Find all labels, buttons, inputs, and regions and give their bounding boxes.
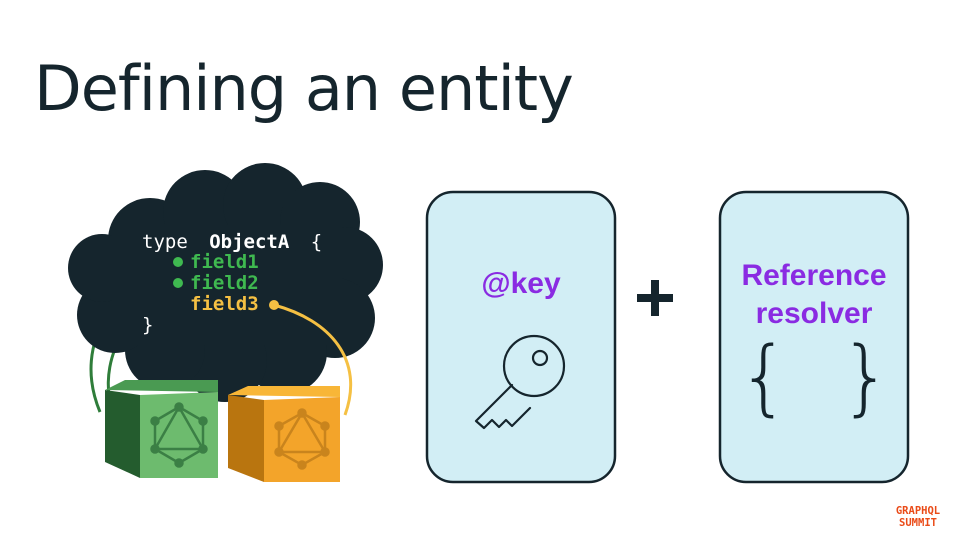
- connector-field3: [273, 303, 353, 416]
- graphql-summit-logo: GRAPHQL SUMMIT: [896, 505, 940, 529]
- logo-line2: SUMMIT: [899, 517, 937, 529]
- resolver-close-brace: }: [840, 330, 892, 425]
- page-title: Defining an entity: [34, 52, 574, 125]
- code-close-brace: }: [142, 314, 153, 336]
- resolver-card-line2: resolver: [756, 297, 873, 330]
- code-field1: field1: [190, 251, 259, 273]
- code-field3: field3: [190, 293, 259, 315]
- code-cloud: [68, 163, 383, 402]
- key-icon: [474, 334, 566, 430]
- svg-text:type ObjectA {: type ObjectA {: [142, 231, 322, 253]
- code-open-brace: {: [311, 231, 322, 253]
- field2-dot: [173, 278, 183, 288]
- resolver-open-brace: {: [738, 330, 790, 425]
- resolver-card-line1: Reference: [741, 259, 886, 292]
- green-subgraph-cube: [105, 380, 218, 478]
- code-field2: field2: [190, 272, 259, 294]
- graphql-logo-icon: [274, 408, 330, 470]
- graphql-logo-icon: [150, 402, 208, 468]
- code-type-keyword: type: [142, 231, 188, 253]
- key-card: @key: [425, 190, 617, 484]
- resolver-card: Reference resolver { }: [718, 190, 910, 484]
- code-type-name: ObjectA: [209, 231, 290, 253]
- orange-subgraph-cube: [228, 386, 340, 482]
- field1-dot: [173, 257, 183, 267]
- key-card-label: @key: [481, 267, 561, 300]
- plus-icon: [637, 280, 673, 316]
- logo-line1: GRAPHQL: [896, 505, 940, 517]
